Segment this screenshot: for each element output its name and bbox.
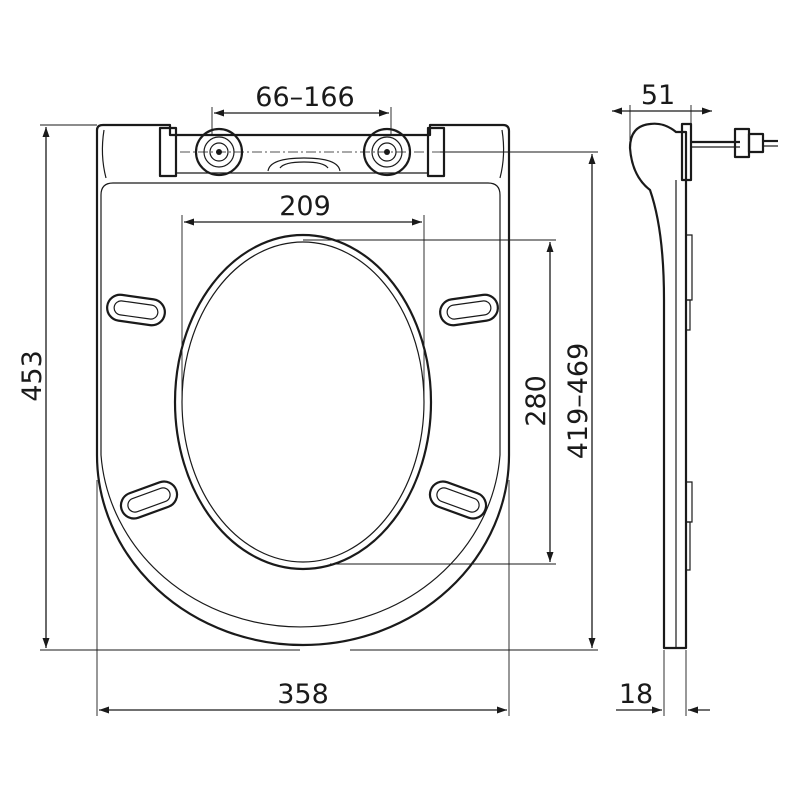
buffer-bottom-right xyxy=(428,480,488,520)
top-view xyxy=(95,123,511,647)
dimension-lines xyxy=(40,105,712,716)
seat-opening-inner xyxy=(181,241,425,563)
dim-overall-width: 358 xyxy=(277,679,329,710)
dim-inner-width: 209 xyxy=(279,191,331,222)
dim-opening-length: 280 xyxy=(521,375,552,427)
side-buffer-notches xyxy=(686,234,693,571)
dim-fixing-length: 419–469 xyxy=(563,343,594,460)
lid-inner-rim xyxy=(100,182,501,628)
side-lid-profile xyxy=(628,122,688,650)
dimension-labels: 66–166 209 453 280 419–469 358 51 18 xyxy=(17,80,675,710)
hinge-cap-right xyxy=(499,129,505,179)
buffer-bottom-left xyxy=(119,480,179,520)
hinge-block-left xyxy=(158,126,178,178)
seat-opening-outer xyxy=(173,233,433,571)
dim-hinge-spacing: 66–166 xyxy=(255,82,354,113)
side-view xyxy=(628,122,778,650)
hinge-release-button xyxy=(267,157,341,172)
dim-overall-length: 453 xyxy=(17,350,48,402)
dim-side-depth: 51 xyxy=(641,80,675,111)
side-washer xyxy=(747,132,765,154)
hinge-release-button-inner xyxy=(279,161,329,169)
side-hinge-plate xyxy=(680,122,693,182)
buffer-top-left xyxy=(106,293,166,327)
hinge-cap-left xyxy=(101,129,107,179)
buffer-top-right xyxy=(439,293,499,327)
seat-outer-outline xyxy=(95,123,511,647)
dim-thickness: 18 xyxy=(619,679,653,710)
